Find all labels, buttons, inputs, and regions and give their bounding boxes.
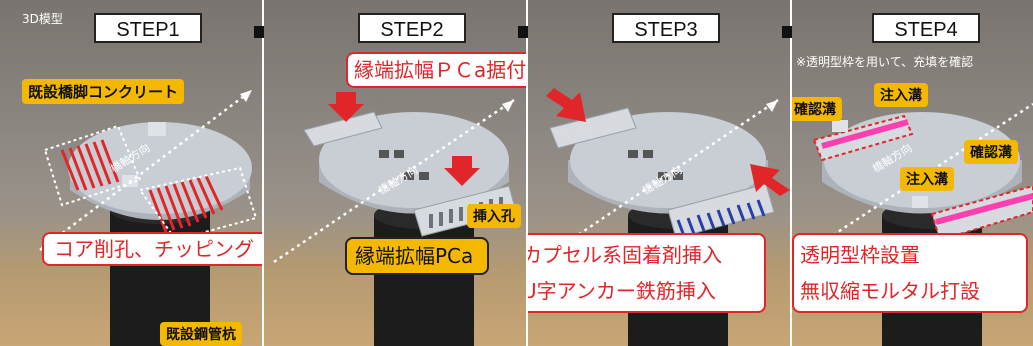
panel-step1: 3D模型 STEP1 既設橋脚コンクリート 橋軸方向 コア削孔、チッピング 既設… <box>0 0 262 346</box>
step-label-2: STEP2 <box>358 13 466 43</box>
callout-anchor-line1: カプセル系固着剤挿入 <box>528 243 722 267</box>
note-transparent-form: ※透明型枠を用いて、充填を確認 <box>796 55 974 69</box>
label-inject-groove-2: 注入溝 <box>900 167 954 191</box>
callout-mortar-pour: 透明型枠設置 無収縮モルタル打設 <box>792 233 1028 313</box>
label-check-groove-2: 確認溝 <box>964 140 1018 164</box>
callout-mortar-line1: 透明型枠設置 <box>800 243 920 267</box>
step1-model-illustration <box>39 89 258 346</box>
callout-anchor-line2: U字アンカー鉄筋挿入 <box>528 279 716 303</box>
label-check-groove-1: 確認溝 <box>792 97 842 121</box>
label-existing-pier-concrete: 既設橋脚コンクリート <box>22 79 185 104</box>
callout-pca-edge: 縁端拡幅PCa <box>345 237 489 275</box>
panel-step3: STEP3 橋軸方向 カプセル系固着剤挿入 U字アンカー鉄筋挿入 <box>528 0 790 346</box>
callout-mortar-line2: 無収縮モルタル打設 <box>800 279 980 303</box>
step-label-1: STEP1 <box>94 13 202 43</box>
label-existing-steel-pile: 既設鋼管杭 <box>160 322 242 346</box>
callout-pca-install: 縁端拡幅ＰＣa据付 <box>346 52 526 88</box>
step-label-3: STEP3 <box>612 13 720 43</box>
panel-step2: STEP2 縁端拡幅ＰＣa据付 橋軸方向 挿入孔 縁端拡幅PCa <box>264 0 526 346</box>
callout-coring-chipping: コア削孔、チッピング <box>42 232 262 266</box>
model-tag: 3D模型 <box>22 12 63 26</box>
callout-anchor-insert: カプセル系固着剤挿入 U字アンカー鉄筋挿入 <box>528 233 766 313</box>
step2-model-illustration <box>273 92 517 346</box>
panel-step4: STEP4 ※透明型枠を用いて、充填を確認 確認溝 注入溝 橋軸方向 確認溝 注… <box>792 0 1033 346</box>
label-insert-hole: 挿入孔 <box>467 204 521 228</box>
step-label-4: STEP4 <box>872 13 980 43</box>
label-inject-groove-1: 注入溝 <box>874 83 928 107</box>
